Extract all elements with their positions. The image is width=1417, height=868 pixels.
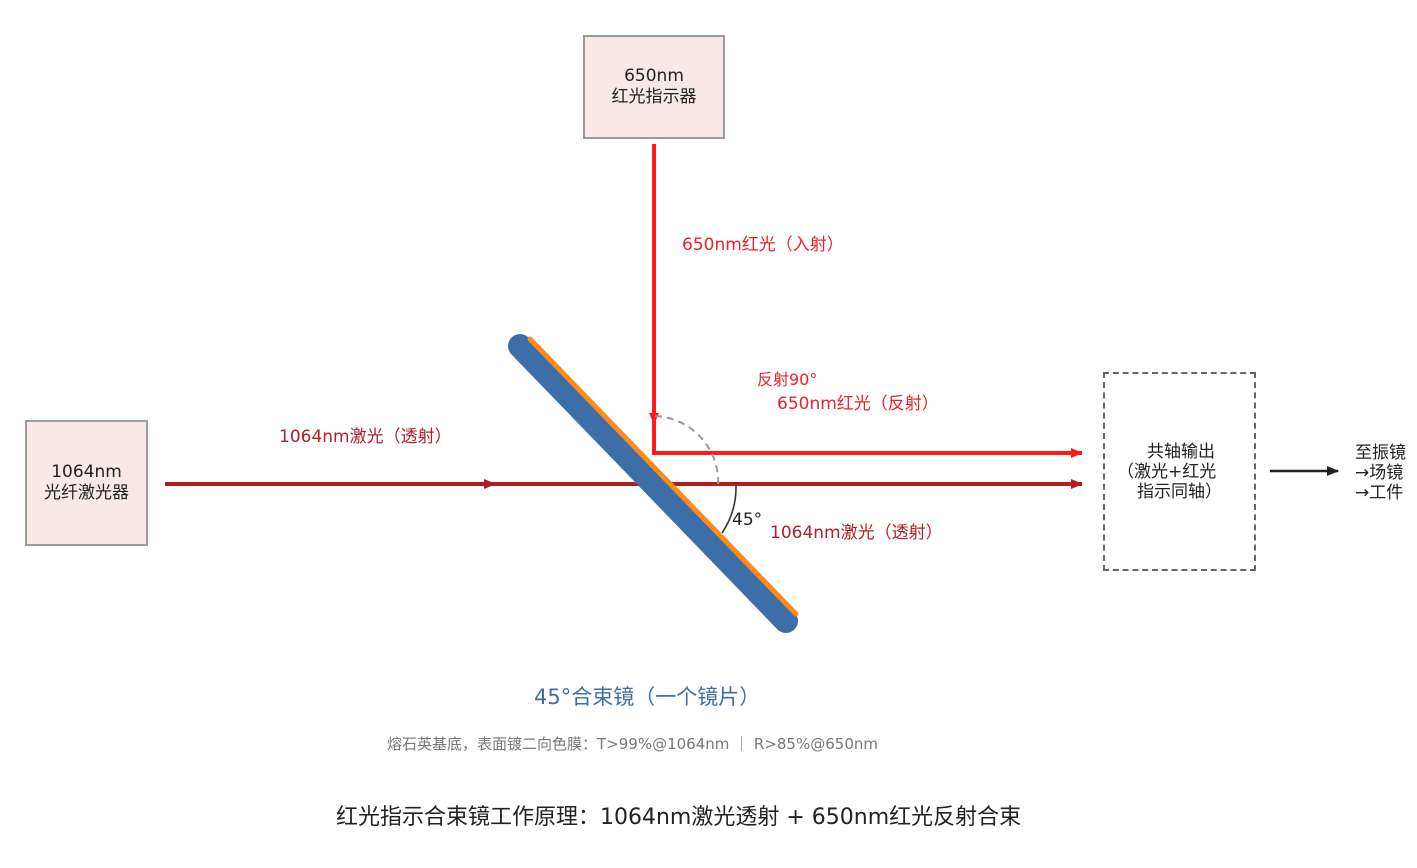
destination-label: 至振镜 →场镜 →工件 xyxy=(1355,443,1406,503)
reflect-90-label: 反射90° xyxy=(757,370,818,389)
destination-line3: →工件 xyxy=(1355,483,1404,503)
diagram-caption: 红光指示合束镜工作原理：1064nm激光透射 + 650nm红光反射合束 xyxy=(336,805,1022,830)
fiber-laser-box: 1064nm 光纤激光器 xyxy=(25,420,148,546)
mirror-body xyxy=(508,334,798,633)
destination-line2: →场镜 xyxy=(1355,463,1404,483)
mirror-spec: 熔石英基底，表面镀二向色膜：T>99%@1064nm ｜ R>85%@650nm xyxy=(387,735,878,753)
fiber-laser-line2: 光纤激光器 xyxy=(44,483,129,503)
red-indicator-box: 650nm 红光指示器 xyxy=(583,35,725,139)
output-line3: 指示同轴） xyxy=(1137,481,1222,502)
reflection-angle-arc xyxy=(654,415,720,488)
mirror-title: 45°合束镜（一个镜片） xyxy=(534,685,761,709)
incidence-angle-arc xyxy=(721,485,737,534)
mirror-coating xyxy=(527,336,799,617)
laser-out-label: 1064nm激光（透射） xyxy=(770,523,943,543)
red-incident-label: 650nm红光（入射） xyxy=(682,235,844,255)
output-line2: （激光+红光 xyxy=(1117,461,1217,482)
indicator-line2: 红光指示器 xyxy=(611,87,697,107)
output-line1: 共轴输出 xyxy=(1147,441,1215,462)
red-reflected-label: 650nm红光（反射） xyxy=(777,394,939,414)
indicator-line1: 650nm xyxy=(624,66,684,86)
destination-line1: 至振镜 xyxy=(1355,443,1406,463)
fiber-laser-line1: 1064nm xyxy=(51,462,122,482)
coaxial-output-box: 共轴输出 （激光+红光 指示同轴） xyxy=(1103,372,1256,571)
laser-mid-arrow xyxy=(484,479,496,489)
angle-45-label: 45° xyxy=(732,510,763,530)
laser-in-label: 1064nm激光（透射） xyxy=(279,427,452,447)
